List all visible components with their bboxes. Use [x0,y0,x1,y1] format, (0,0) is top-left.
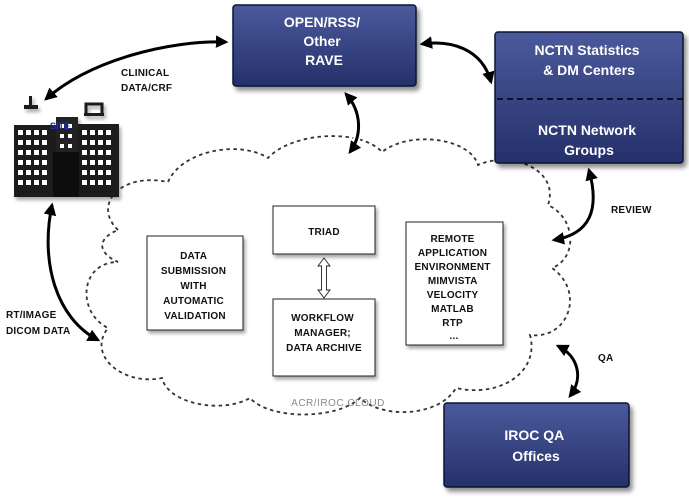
triad-workflow-double-arrow [317,257,331,299]
workflow-manager-text: WORKFLOW MANAGER; DATA ARCHIVE [286,313,362,354]
connector-nctn-cloud-outline [553,169,597,244]
iroc-qa-node: IROC QA Offices [443,402,630,488]
connector-nctn-cloud [551,167,598,245]
site-building-icon [14,96,119,197]
site-label: SITE [50,121,70,131]
connector-rave-nctn [419,36,495,85]
nctn-node: NCTN Statistics & DM Centers NCTN Networ… [494,31,687,164]
triad-text: TRIAD [308,227,340,238]
rt-image-label: RT/IMAGE DICOM DATA [6,310,70,337]
remote-application-box: REMOTE APPLICATION ENVIRONMENT MIMVISTA … [405,221,504,346]
review-label: REVIEW [611,205,652,216]
rave-node-text: OPEN/RSS/ Other RAVE [284,14,364,68]
cloud-label: ACR/IROC CLOUD [291,398,385,409]
clinical-data-label: CLINICAL DATA/CRF [121,68,172,94]
connectors [43,35,598,399]
data-submission-box: DATA SUBMISSION WITH AUTOMATIC VALIDATIO… [146,235,244,331]
nctn-stats-text: NCTN Statistics & DM Centers [535,42,644,78]
nctn-groups-text: NCTN Network Groups [538,122,640,158]
remote-application-text: REMOTE APPLICATION ENVIRONMENT MIMVISTA … [414,234,493,342]
iroc-qa-text: IROC QA Offices [504,427,567,464]
connector-iroc-cloud [555,344,582,398]
data-submission-text: DATA SUBMISSION WITH AUTOMATIC VALIDATIO… [161,251,229,322]
workflow-manager-box: WORKFLOW MANAGER; DATA ARCHIVE [272,298,376,377]
connector-rave-cloud [344,92,362,155]
rave-node: OPEN/RSS/ Other RAVE [232,4,417,87]
acr-iroc-cloud: ACR/IROC CLOUD DATA SUBMISSION WITH AUTO… [85,135,572,416]
cloud-outline [85,135,572,416]
qa-label: QA [598,353,613,364]
connector-site-rave [44,35,229,101]
triad-box: TRIAD [272,205,376,255]
connector-site-cloud [43,202,101,342]
